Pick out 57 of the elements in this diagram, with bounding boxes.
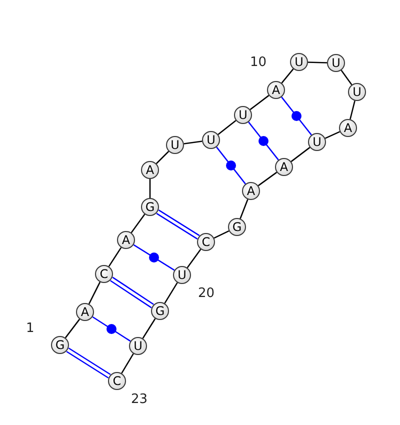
backbone-line [149, 179, 151, 198]
backbone-line [250, 94, 270, 110]
nucleotide-circle: U [234, 106, 252, 124]
nucleotide-circle: A [267, 81, 285, 99]
backbone-line [142, 318, 156, 339]
backbone-line [88, 282, 101, 304]
nucleotide-circle: A [76, 303, 94, 321]
double-line [110, 276, 154, 308]
base-pair-line [248, 122, 279, 160]
position-number: 1 [26, 321, 34, 336]
backbone-line [186, 248, 202, 268]
backbone-line [130, 214, 146, 234]
base-pair-line [92, 316, 131, 342]
position-number: 23 [131, 392, 148, 407]
double-line [66, 347, 112, 379]
nucleotide-circle: G [141, 198, 159, 216]
backbone-line [240, 199, 248, 219]
backbone-line [64, 318, 80, 338]
nucleotide-circle: U [173, 266, 191, 284]
backbone-line [340, 70, 352, 86]
backbone-line [308, 62, 328, 64]
nucleotide-circle: U [202, 131, 220, 149]
nucleotide-circle: C [108, 372, 126, 390]
base-pair-line [281, 96, 312, 136]
backbone-line [156, 150, 170, 164]
position-number: 20 [198, 286, 215, 301]
double-line [156, 209, 200, 240]
backbone-line [218, 120, 236, 135]
nucleotide-circle: G [228, 218, 246, 236]
nucleotide-circle: U [308, 133, 326, 151]
nucleotide-circle: A [339, 119, 357, 137]
nucleotide-circle: G [151, 302, 169, 320]
base-pair-line [133, 244, 175, 271]
nucleotide-circle: C [95, 265, 113, 283]
nucleotide-circle: A [141, 161, 159, 179]
base-pair-line [216, 146, 246, 184]
backbone-line [258, 172, 278, 186]
nucleotide-circle: A [117, 231, 135, 249]
backbone-line [164, 282, 178, 304]
backbone-line [108, 247, 122, 267]
position-number: 10 [250, 55, 267, 70]
nucleotide-circle: U [129, 337, 147, 355]
nucleotide-circle: U [348, 83, 366, 101]
backbone-line [121, 353, 134, 374]
backbone-line [350, 100, 356, 120]
backbone-line [324, 131, 340, 139]
nucleotide-circle: G [51, 336, 69, 354]
nucleotide-circle: U [166, 136, 184, 154]
nucleotide-circle: U [327, 54, 345, 72]
backbone-line [290, 146, 310, 162]
backbone-line [184, 140, 202, 144]
nucleotide-circle: A [242, 182, 260, 200]
nucleotide-circle: U [290, 53, 308, 71]
nucleotide-circle: C [197, 233, 215, 251]
nucleotide-circle: A [275, 158, 293, 176]
backbone-line [281, 68, 294, 84]
backbone-line [214, 230, 230, 239]
